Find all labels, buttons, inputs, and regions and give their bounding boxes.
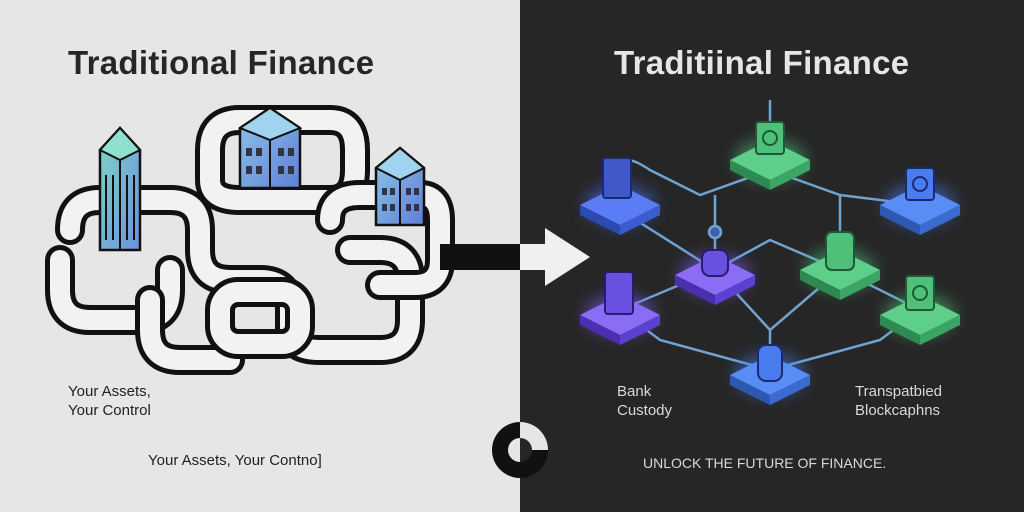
blockchain-panel: Traditiinal Finance xyxy=(520,0,1024,512)
database-icon xyxy=(825,231,855,271)
right-caption: UNLOCK THE FUTURE OF FINANCE. xyxy=(643,455,887,471)
coin-icon xyxy=(905,167,935,201)
node-coin-top xyxy=(730,121,810,190)
arrow-right-icon xyxy=(440,228,590,286)
node-coin-right xyxy=(880,167,960,235)
logo-icon xyxy=(492,422,548,478)
maze-roads xyxy=(45,105,455,375)
left-caption: Your Assets, Your Contno] xyxy=(148,452,322,469)
coin-icon xyxy=(755,121,785,155)
left-title: Traditional Finance xyxy=(68,44,375,81)
building-icon xyxy=(98,126,142,252)
database-icon xyxy=(757,344,783,382)
node-bottom xyxy=(730,344,810,405)
document-icon xyxy=(602,157,632,199)
node-database-left xyxy=(675,249,755,305)
document-icon xyxy=(604,271,634,315)
right-title: Traditiinal Finance xyxy=(614,44,910,81)
node-database-center xyxy=(800,231,880,300)
bank-custody-label: Bank Custody xyxy=(617,383,673,419)
node-document xyxy=(580,157,660,235)
node-document-left xyxy=(580,271,660,345)
database-icon xyxy=(701,249,729,277)
left-label: Your Assets, Your Control xyxy=(68,383,151,419)
blockchain-label: Transpatbied Blockcaphns xyxy=(855,383,942,419)
node-coin-lower-right xyxy=(880,275,960,345)
coin-icon xyxy=(905,275,935,311)
building-icon xyxy=(237,106,303,190)
building-icon xyxy=(374,146,426,227)
